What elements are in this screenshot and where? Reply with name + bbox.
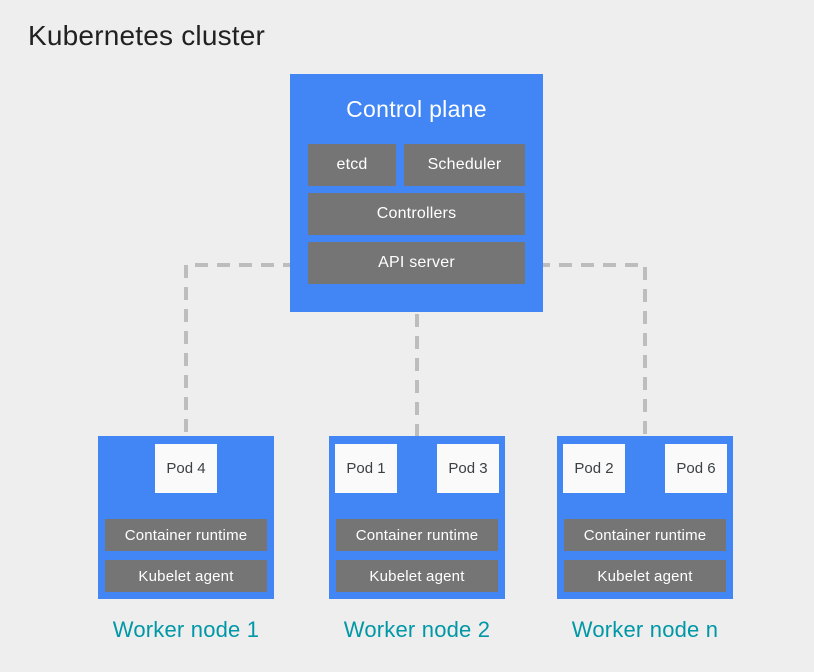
connector-left-dashed-line: [184, 263, 296, 438]
pods-row: Pod 4: [104, 444, 268, 493]
pods-row: Pod 2 Pod 6: [563, 444, 727, 493]
control-plane-title: Control plane: [346, 95, 487, 122]
worker-node-1-label: Worker node 1: [112, 617, 260, 642]
connector-right-dashed-line: [537, 263, 647, 438]
worker-node-n: Pod 2 Pod 6 Container runtime Kubelet ag…: [557, 436, 733, 643]
worker-node-2-label: Worker node 2: [343, 617, 491, 642]
kubelet-agent-box: Kubelet agent: [336, 560, 498, 592]
pod-box: Pod 3: [437, 444, 499, 493]
api-server-box: API server: [308, 242, 525, 284]
container-runtime-box: Container runtime: [564, 519, 726, 551]
worker-node-n-box: Pod 2 Pod 6 Container runtime Kubelet ag…: [557, 436, 733, 599]
kubelet-agent-box: Kubelet agent: [105, 560, 267, 592]
worker-node-2-box: Pod 1 Pod 3 Container runtime Kubelet ag…: [329, 436, 505, 599]
worker-node-2: Pod 1 Pod 3 Container runtime Kubelet ag…: [329, 436, 505, 643]
etcd-box: etcd: [308, 144, 396, 186]
pod-box: Pod 1: [335, 444, 397, 493]
pod-box: Pod 4: [155, 444, 217, 493]
control-plane-row: etcd Scheduler: [308, 144, 525, 186]
kubelet-agent-box: Kubelet agent: [564, 560, 726, 592]
pods-row: Pod 1 Pod 3: [335, 444, 499, 493]
container-runtime-box: Container runtime: [105, 519, 267, 551]
worker-node-1-box: Pod 4 Container runtime Kubelet agent: [98, 436, 274, 599]
control-plane-box: Control plane etcd Scheduler Controllers…: [290, 74, 543, 312]
worker-node-1: Pod 4 Container runtime Kubelet agent Wo…: [98, 436, 274, 643]
diagram-title: Kubernetes cluster: [28, 20, 266, 51]
pod-box: Pod 6: [665, 444, 727, 493]
worker-node-n-label: Worker node n: [571, 617, 719, 642]
container-runtime-box: Container runtime: [336, 519, 498, 551]
pod-box: Pod 2: [563, 444, 625, 493]
scheduler-box: Scheduler: [404, 144, 525, 186]
controllers-box: Controllers: [308, 193, 525, 235]
